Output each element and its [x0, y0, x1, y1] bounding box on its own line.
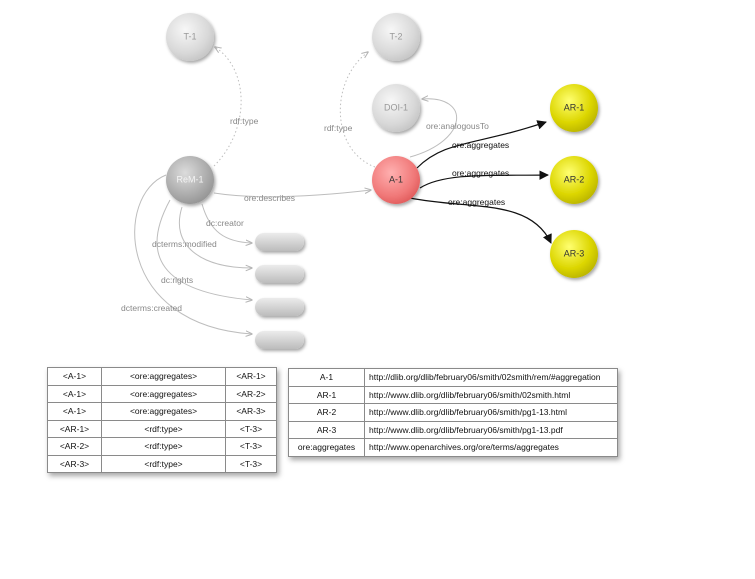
- node-doi1-label: DOI-1: [384, 102, 408, 112]
- node-rem1: [166, 156, 214, 204]
- table-row: <AR-1> <rdf:type> <T-3>: [47, 419, 277, 438]
- object-cell: <AR-2>: [225, 384, 277, 403]
- subject-cell: <AR-2>: [47, 437, 102, 456]
- node-ar1-label: AR-1: [564, 102, 585, 112]
- table-row: ore:aggregates http://www.openarchives.o…: [288, 438, 618, 457]
- subject-cell: <AR-1>: [47, 419, 102, 438]
- literal-rights-pill: [255, 298, 304, 316]
- edge-creator: [201, 203, 252, 243]
- uri-cell: http://www.dlib.org/dlib/february06/smit…: [364, 385, 618, 404]
- rdf-graph-diagram: rdf:type rdf:type ore:analogousTo ore:de…: [121, 13, 598, 349]
- identifier-cell: A-1: [288, 368, 365, 387]
- predicate-cell: <rdf:type>: [101, 419, 226, 438]
- edge-label-created: dcterms:created: [121, 303, 182, 313]
- table-row: <A-1> <ore:aggregates> <AR-2>: [47, 384, 277, 403]
- table-row: AR-2 http://www.dlib.org/dlib/february06…: [288, 403, 618, 422]
- predicate-cell: <rdf:type>: [101, 437, 226, 456]
- edge-modified: [178, 206, 252, 268]
- object-cell: <AR-1>: [225, 367, 277, 386]
- edge-label-analogous: ore:analogousTo: [426, 121, 489, 131]
- object-cell: <T-3>: [225, 437, 277, 456]
- edge-label-describes: ore:describes: [244, 193, 295, 203]
- node-t1-label: T-1: [183, 31, 196, 41]
- node-a1: [372, 156, 420, 204]
- uri-cell: http://www.dlib.org/dlib/february06/smit…: [364, 403, 618, 422]
- predicate-cell: <rdf:type>: [101, 454, 226, 473]
- edge-label-aggregates-ar1: ore:aggregates: [452, 140, 509, 150]
- predicate-cell: <ore:aggregates>: [101, 384, 226, 403]
- subject-cell: <A-1>: [47, 367, 102, 386]
- uri-cell: http://dlib.org/dlib/february06/smith/02…: [364, 368, 618, 387]
- edge-a1-type: [339, 52, 376, 168]
- edge-describes: [213, 190, 371, 198]
- identifier-cell: AR-2: [288, 403, 365, 422]
- node-ar1: [550, 84, 598, 132]
- table-row: <A-1> <ore:aggregates> <AR-3>: [47, 402, 277, 421]
- edge-rights: [156, 199, 252, 300]
- predicate-cell: <ore:aggregates>: [101, 402, 226, 421]
- node-ar3-label: AR-3: [564, 248, 585, 258]
- identifier-cell: ore:aggregates: [288, 438, 365, 457]
- predicate-cell: <ore:aggregates>: [101, 367, 226, 386]
- node-a1-label: A-1: [389, 174, 403, 184]
- edge-label-modified: dcterms:modified: [152, 239, 217, 249]
- subject-cell: <A-1>: [47, 384, 102, 403]
- object-cell: <T-3>: [225, 419, 277, 438]
- literal-creator-pill: [255, 233, 304, 251]
- node-doi1: [372, 84, 420, 132]
- node-ar2: [550, 156, 598, 204]
- edge-label-rights: dc:rights: [161, 275, 193, 285]
- node-ar2-label: AR-2: [564, 174, 585, 184]
- node-t1: [166, 13, 214, 61]
- node-t2-label: T-2: [389, 31, 402, 41]
- edge-label-creator: dc:creator: [206, 218, 244, 228]
- edge-label-aggregates-ar2: ore:aggregates: [452, 168, 509, 178]
- table-row: A-1 http://dlib.org/dlib/february06/smit…: [288, 368, 618, 387]
- identifier-cell: AR-1: [288, 385, 365, 404]
- edge-label-aggregates-ar3: ore:aggregates: [448, 197, 505, 207]
- edge-aggregates-ar3: [409, 197, 552, 244]
- edge-analogous: [409, 99, 458, 158]
- edge-label-rem-type: rdf:type: [230, 116, 259, 126]
- node-t2: [372, 13, 420, 61]
- node-ar3: [550, 230, 598, 278]
- triples-table: <A-1> <ore:aggregates> <AR-1> <A-1> <ore…: [47, 367, 277, 473]
- table-row: AR-3 http://www.dlib.org/dlib/february06…: [288, 420, 618, 439]
- edge-rem-type: [214, 47, 242, 167]
- literal-created-pill: [255, 331, 304, 349]
- table-row: <AR-2> <rdf:type> <T-3>: [47, 437, 277, 456]
- uri-cell: http://www.openarchives.org/ore/terms/ag…: [364, 438, 618, 457]
- table-row: <A-1> <ore:aggregates> <AR-1>: [47, 367, 277, 386]
- table-row: <AR-3> <rdf:type> <T-3>: [47, 454, 277, 473]
- object-cell: <AR-3>: [225, 402, 277, 421]
- subject-cell: <A-1>: [47, 402, 102, 421]
- edge-label-a1-type: rdf:type: [324, 123, 353, 133]
- subject-cell: <AR-3>: [47, 454, 102, 473]
- uri-cell: http://www.dlib.org/dlib/february06/smit…: [364, 420, 618, 439]
- edge-aggregates-ar2: [419, 170, 549, 189]
- reference-table: A-1 http://dlib.org/dlib/february06/smit…: [288, 368, 618, 457]
- node-rem1-label: ReM-1: [176, 174, 203, 184]
- identifier-cell: AR-3: [288, 420, 365, 439]
- object-cell: <T-3>: [225, 454, 277, 473]
- table-row: AR-1 http://www.dlib.org/dlib/february06…: [288, 385, 618, 404]
- literal-modified-pill: [255, 265, 304, 283]
- edge-created: [134, 174, 252, 334]
- edge-aggregates-ar1: [416, 120, 547, 169]
